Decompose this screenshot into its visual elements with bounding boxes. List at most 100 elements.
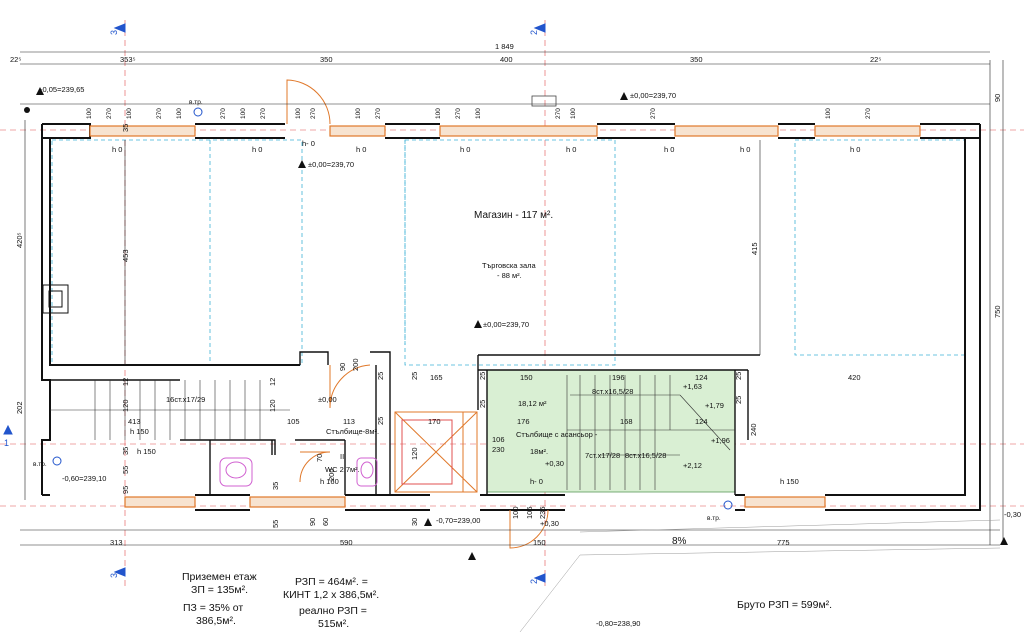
door-swings bbox=[286, 79, 549, 549]
svg-text:176: 176 bbox=[517, 417, 530, 426]
svg-text:196: 196 bbox=[612, 373, 625, 382]
dim-top-3: 350 bbox=[320, 55, 333, 64]
svg-text:120: 120 bbox=[410, 447, 419, 460]
axis-label-top-left: 3 bbox=[109, 30, 119, 35]
height-labels: h 0 h 0 h 0 h- 0 h 0 h 0 h 0 h 0 h 0 h 1… bbox=[112, 139, 860, 486]
svg-text:113: 113 bbox=[343, 417, 355, 426]
wc-fixtures bbox=[219, 457, 378, 487]
axis-label-side: 1 bbox=[4, 438, 9, 448]
svg-text:270: 270 bbox=[455, 108, 462, 119]
svg-text:270: 270 bbox=[865, 108, 872, 119]
svg-text:90: 90 bbox=[338, 363, 347, 371]
svg-text:100: 100 bbox=[570, 108, 577, 119]
svg-text:25: 25 bbox=[376, 372, 385, 380]
room-stair-elevator: Стълбище с асансьор - bbox=[516, 430, 598, 439]
stair-flight-1: 16ст.х17/29 bbox=[166, 395, 205, 404]
summary-rzp-1: РЗП = 464м². = bbox=[295, 576, 368, 588]
axis-label-bottom-right: 2 bbox=[529, 579, 539, 584]
dim-left-420: 420⁵ bbox=[15, 232, 24, 248]
svg-text:h 0: h 0 bbox=[252, 145, 262, 154]
svg-text:h 0: h 0 bbox=[850, 145, 860, 154]
svg-text:200: 200 bbox=[351, 358, 360, 371]
svg-text:70: 70 bbox=[315, 454, 324, 462]
inner-dims: 165 150 196 124 420 413 105 113 170 176 … bbox=[121, 124, 861, 528]
dim-bottom-150: 150 bbox=[533, 538, 546, 547]
svg-text:h 0: h 0 bbox=[740, 145, 750, 154]
svg-text:106: 106 bbox=[492, 435, 505, 444]
dashed-partitions bbox=[51, 139, 966, 366]
svg-text:235: 235 bbox=[538, 506, 547, 519]
dim-bottom-590: 590 bbox=[340, 538, 353, 547]
room-stair-area: 18,12 м² bbox=[518, 399, 547, 408]
svg-text:h 150: h 150 bbox=[780, 477, 799, 486]
summary-pz-2: 386,5м². bbox=[196, 615, 236, 627]
interior-walls bbox=[50, 351, 760, 495]
stair-flight-3: 7ст.х17/28 bbox=[585, 451, 620, 460]
dim-total: 1 849 bbox=[495, 42, 514, 51]
svg-text:+1,63: +1,63 bbox=[683, 382, 702, 391]
dim-right-415: 415 bbox=[750, 242, 759, 255]
level-arrows bbox=[36, 87, 1008, 560]
svg-text:270: 270 bbox=[106, 108, 113, 119]
marker-drain-3: в.тр. bbox=[707, 515, 721, 522]
axis-label-bottom-left: 3 bbox=[109, 573, 119, 578]
svg-text:270: 270 bbox=[260, 108, 267, 119]
svg-text:168: 168 bbox=[620, 417, 633, 426]
room-sales-hall: Търговска зала bbox=[482, 261, 537, 270]
svg-text:h 0: h 0 bbox=[460, 145, 470, 154]
room-stairwell: Стълбище-8м². bbox=[326, 427, 379, 436]
level-labels: -0,05=239,65 ±0,00=239,70 ±0,00=239,70 ±… bbox=[40, 85, 1021, 628]
slope-percent: 8% bbox=[672, 536, 687, 547]
stair-treads bbox=[50, 375, 735, 490]
windows bbox=[89, 125, 921, 508]
svg-text:±0,00=239,70: ±0,00=239,70 bbox=[630, 91, 676, 100]
room-sales-hall-area: - 88 м². bbox=[497, 271, 522, 280]
svg-text:h 0: h 0 bbox=[356, 145, 366, 154]
svg-text:270: 270 bbox=[220, 108, 227, 119]
svg-text:55: 55 bbox=[121, 466, 130, 474]
svg-text:12: 12 bbox=[121, 378, 130, 386]
marker-drain-2: в.тр. bbox=[33, 461, 47, 468]
svg-text:-0,60=239,10: -0,60=239,10 bbox=[62, 474, 106, 483]
svg-text:-0,80=238,90: -0,80=238,90 bbox=[596, 619, 640, 628]
terrain-slope bbox=[519, 519, 1001, 632]
svg-text:100: 100 bbox=[511, 506, 520, 519]
svg-text:100: 100 bbox=[355, 108, 362, 119]
svg-text:12: 12 bbox=[268, 378, 277, 386]
svg-text:60: 60 bbox=[321, 518, 330, 526]
svg-text:25: 25 bbox=[478, 400, 487, 408]
svg-text:100: 100 bbox=[825, 108, 832, 119]
svg-text:165: 165 bbox=[430, 373, 443, 382]
svg-text:240: 240 bbox=[749, 423, 758, 436]
svg-text:25: 25 bbox=[734, 372, 743, 380]
svg-text:h 0: h 0 bbox=[112, 145, 122, 154]
svg-text:35: 35 bbox=[121, 447, 130, 455]
elevator-shaft bbox=[394, 411, 478, 493]
svg-text:h 0: h 0 bbox=[566, 145, 576, 154]
svg-text:25: 25 bbox=[410, 372, 419, 380]
svg-text:120: 120 bbox=[121, 399, 130, 412]
svg-text:100: 100 bbox=[176, 108, 183, 119]
svg-text:124: 124 bbox=[695, 417, 708, 426]
svg-text:-0,05=239,65: -0,05=239,65 bbox=[40, 85, 84, 94]
dimension-lines bbox=[20, 51, 1004, 546]
room-wc-number: II. bbox=[340, 452, 346, 461]
svg-text:95: 95 bbox=[121, 486, 130, 494]
svg-text:35: 35 bbox=[271, 482, 280, 490]
corner-point bbox=[24, 107, 30, 113]
summary-rzp-2: КИНТ 1,2 х 386,5м². bbox=[283, 589, 379, 601]
dim-bottom-313: 313 bbox=[110, 538, 123, 547]
svg-text:+1,96: +1,96 bbox=[711, 436, 730, 445]
dim-right-750: 750 bbox=[993, 305, 1002, 318]
drain-markers bbox=[52, 107, 733, 510]
svg-text:±0,00: ±0,00 bbox=[318, 395, 337, 404]
svg-text:124: 124 bbox=[695, 373, 708, 382]
dim-right-90: 90 bbox=[993, 94, 1002, 102]
svg-text:90: 90 bbox=[308, 518, 317, 526]
room-stair-elevator-area: 18м². bbox=[530, 447, 548, 456]
summary-zp: ЗП = 135м². bbox=[191, 584, 248, 596]
svg-text:h 150: h 150 bbox=[130, 427, 149, 436]
summary-ground-title: Приземен етаж bbox=[182, 571, 257, 583]
svg-text:270: 270 bbox=[375, 108, 382, 119]
